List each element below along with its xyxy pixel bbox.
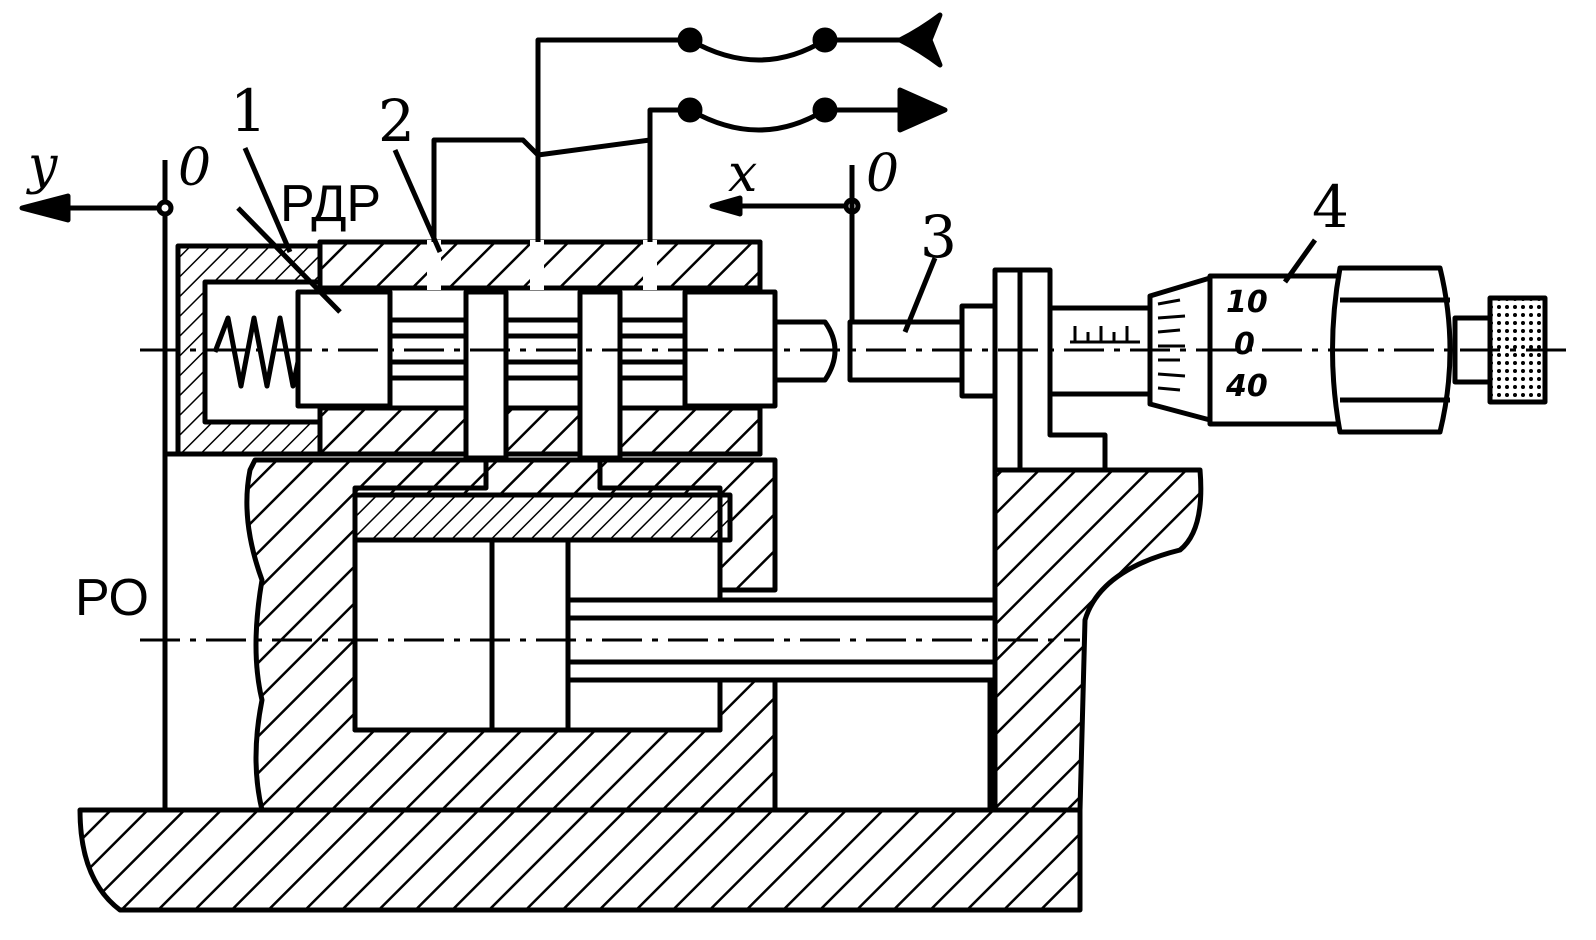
supply-line	[431, 137, 541, 242]
base-plate	[77, 807, 1083, 913]
y-axis-arrowhead	[19, 193, 71, 223]
micrometer-scale-top: 10	[1226, 285, 1268, 320]
switch-bottom	[688, 107, 900, 133]
label-axis-y: y	[28, 136, 58, 196]
label-part-1: 1	[230, 77, 267, 145]
micrometer-scale-ticks	[1070, 326, 1140, 344]
label-ro: РО	[75, 569, 149, 627]
spool-land-1	[463, 289, 509, 461]
channel-b	[597, 458, 723, 540]
micrometer-ratchet	[1330, 265, 1453, 435]
micrometer-scale-middle: 0	[1234, 327, 1255, 362]
leader-1	[242, 147, 293, 253]
label-axis-y-origin: 0	[178, 138, 212, 198]
label-axis-x-origin: 0	[866, 144, 900, 204]
channel-cover	[352, 492, 733, 543]
leader-rdr	[236, 206, 342, 314]
spring	[212, 315, 303, 389]
label-part-2: 2	[378, 87, 415, 155]
label-rdr: РДР	[280, 175, 382, 233]
channel-a	[352, 458, 489, 540]
label-axis-x: x	[728, 144, 758, 204]
return-line-b	[647, 107, 690, 242]
leader-3	[902, 257, 938, 333]
micrometer-scale-bottom: 40	[1226, 369, 1268, 404]
label-part-4: 4	[1312, 173, 1349, 241]
switch-top	[688, 37, 900, 63]
return-line-a	[535, 37, 690, 155]
leader-2	[392, 148, 443, 254]
rod-bay	[772, 677, 993, 813]
feedback-link-left	[162, 451, 178, 810]
piston	[489, 537, 571, 733]
right-stand	[992, 467, 1204, 813]
leader-4	[1282, 238, 1318, 284]
spool-land-2	[577, 289, 623, 461]
label-part-3: 3	[920, 203, 957, 271]
